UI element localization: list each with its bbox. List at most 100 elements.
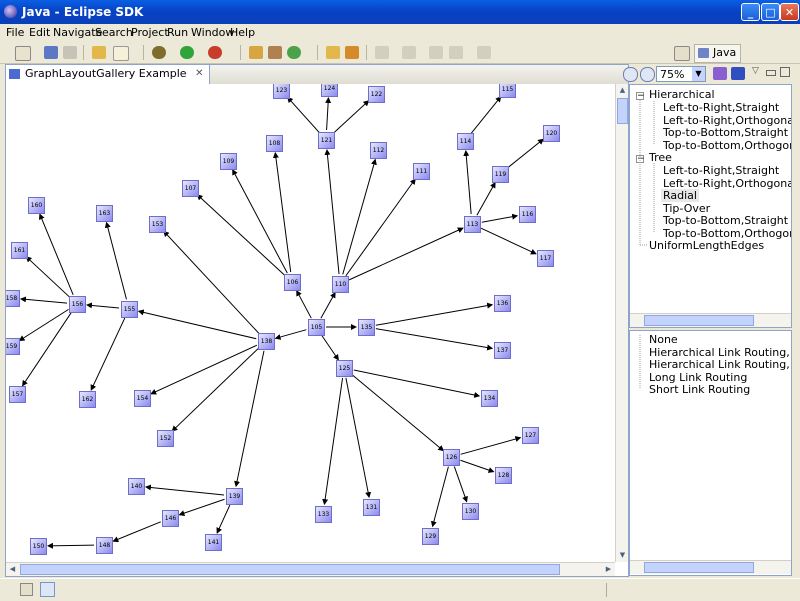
list-horizontal-scrollbar[interactable] bbox=[630, 560, 791, 574]
menu-project[interactable]: Project bbox=[131, 26, 169, 39]
tree-item[interactable]: Left-to-Right,Orthogonal bbox=[663, 114, 792, 127]
zoom-out-icon[interactable] bbox=[640, 67, 655, 82]
new-wizard-icon[interactable] bbox=[113, 46, 129, 61]
graph-node[interactable]: 163 bbox=[96, 205, 113, 222]
graph-node[interactable]: 115 bbox=[499, 84, 516, 98]
tree-horizontal-scrollbar[interactable] bbox=[630, 313, 791, 327]
menu-window[interactable]: Window bbox=[191, 26, 235, 39]
graph-node[interactable]: 136 bbox=[494, 295, 511, 312]
maximize-button[interactable]: □ bbox=[761, 3, 780, 21]
tree-item[interactable]: Left-to-Right,Straight bbox=[663, 164, 780, 177]
graph-node[interactable]: 109 bbox=[220, 153, 237, 170]
scroll-down-icon[interactable]: ▼ bbox=[619, 551, 626, 559]
external-tools-icon[interactable] bbox=[208, 46, 222, 59]
graph-node[interactable]: 111 bbox=[413, 163, 430, 180]
graph-node[interactable]: 119 bbox=[492, 166, 509, 183]
menu-navigate[interactable]: Navigate bbox=[53, 26, 103, 39]
graph-node[interactable]: 159 bbox=[6, 338, 20, 355]
routing-item[interactable]: Hierarchical Link Routing, Top-To-Bot bbox=[649, 358, 791, 371]
hierarchical-collapse-icon[interactable]: − bbox=[636, 91, 645, 101]
last-edit-icon[interactable] bbox=[429, 46, 443, 59]
graph-node[interactable]: 154 bbox=[134, 390, 151, 407]
graph-node[interactable]: 146 bbox=[162, 510, 179, 527]
graph-node[interactable]: 134 bbox=[481, 390, 498, 407]
next-annotation-icon[interactable] bbox=[375, 46, 389, 59]
graph-node[interactable]: 120 bbox=[543, 125, 560, 142]
menu-help[interactable]: Help bbox=[230, 26, 256, 39]
prev-annotation-icon[interactable] bbox=[402, 46, 416, 59]
graph-node[interactable]: 153 bbox=[149, 216, 166, 233]
minimize-button[interactable]: _ bbox=[741, 3, 760, 21]
graph-node[interactable]: 155 bbox=[121, 301, 138, 318]
menu-search[interactable]: Search bbox=[95, 26, 133, 39]
graph-node[interactable]: 161 bbox=[11, 242, 28, 259]
fast-view-icon[interactable] bbox=[20, 583, 33, 596]
scroll-left-icon[interactable]: ◀ bbox=[9, 565, 16, 573]
vertical-scrollbar[interactable]: ▲ ▼ bbox=[615, 84, 628, 562]
graph-node[interactable]: 162 bbox=[79, 391, 96, 408]
graph-node[interactable]: 105 bbox=[308, 319, 325, 336]
graph-node[interactable]: 107 bbox=[182, 180, 199, 197]
graph-node[interactable]: 138 bbox=[258, 333, 275, 350]
graph-node[interactable]: 160 bbox=[28, 197, 45, 214]
horizontal-scrollbar[interactable]: ◀ ▶ bbox=[6, 562, 615, 576]
forward-icon[interactable] bbox=[477, 46, 491, 59]
graph-node[interactable]: 128 bbox=[495, 467, 512, 484]
graph-node[interactable]: 131 bbox=[363, 499, 380, 516]
graph-node[interactable]: 123 bbox=[273, 84, 290, 99]
close-button[interactable]: ✕ bbox=[780, 3, 799, 21]
graph-node[interactable]: 116 bbox=[519, 206, 536, 223]
graph-view-icon[interactable] bbox=[40, 582, 55, 597]
graph-node[interactable]: 108 bbox=[266, 135, 283, 152]
vertical-scroll-thumb[interactable] bbox=[617, 98, 628, 124]
graph-node[interactable]: 110 bbox=[332, 276, 349, 293]
graph-node[interactable]: 148 bbox=[96, 537, 113, 554]
tab-close-icon[interactable]: ✕ bbox=[195, 68, 204, 79]
graph-node[interactable]: 156 bbox=[69, 296, 86, 313]
graph-node[interactable]: 114 bbox=[457, 133, 474, 150]
graph-node[interactable]: 113 bbox=[464, 216, 481, 233]
list-scroll-thumb[interactable] bbox=[644, 562, 754, 573]
open-folder-icon[interactable] bbox=[92, 46, 106, 59]
tree-group-hierarchical[interactable]: Hierarchical bbox=[649, 88, 715, 101]
maximize-view-icon[interactable] bbox=[780, 67, 790, 77]
tree-group-tree[interactable]: Tree bbox=[649, 151, 672, 164]
tree-item[interactable]: Tip-Over bbox=[663, 202, 711, 215]
horizontal-scroll-thumb[interactable] bbox=[20, 564, 560, 575]
window-titlebar[interactable]: Java - Eclipse SDK _ □ ✕ bbox=[0, 0, 800, 24]
tree-layout-icon[interactable] bbox=[731, 67, 745, 80]
menu-edit[interactable]: Edit bbox=[29, 26, 51, 39]
graph-node[interactable]: 112 bbox=[370, 142, 387, 159]
chevron-down-icon[interactable]: ▼ bbox=[692, 67, 705, 81]
tree-item[interactable]: UniformLengthEdges bbox=[649, 239, 765, 252]
tree-item[interactable]: Top-to-Bottom,Straight bbox=[663, 126, 789, 139]
graph-node[interactable]: 133 bbox=[315, 506, 332, 523]
graph-node[interactable]: 150 bbox=[30, 538, 47, 555]
routing-item[interactable]: Hierarchical Link Routing, Left-to-Righ bbox=[649, 346, 791, 359]
graph-node[interactable]: 124 bbox=[321, 84, 338, 97]
graph-node[interactable]: 122 bbox=[368, 86, 385, 103]
graph-node[interactable]: 141 bbox=[205, 534, 222, 551]
graph-node[interactable]: 140 bbox=[128, 478, 145, 495]
menu-run[interactable]: Run bbox=[167, 26, 189, 39]
graph-node[interactable]: 135 bbox=[358, 319, 375, 336]
graph-node[interactable]: 152 bbox=[157, 430, 174, 447]
search-icon[interactable] bbox=[345, 46, 359, 59]
graph-node[interactable]: 127 bbox=[522, 427, 539, 444]
scroll-up-icon[interactable]: ▲ bbox=[619, 86, 626, 94]
graph-node[interactable]: 137 bbox=[494, 342, 511, 359]
graph-node[interactable]: 139 bbox=[226, 488, 243, 505]
new-class-icon[interactable] bbox=[287, 46, 301, 59]
print-icon[interactable] bbox=[63, 46, 77, 59]
graph-node[interactable]: 106 bbox=[284, 274, 301, 291]
menu-file[interactable]: File bbox=[6, 26, 25, 39]
run-icon[interactable] bbox=[180, 46, 194, 59]
new-icon[interactable] bbox=[15, 46, 31, 61]
routing-item[interactable]: Short Link Routing bbox=[649, 383, 751, 396]
minimize-view-icon[interactable] bbox=[766, 70, 776, 76]
routing-item[interactable]: Long Link Routing bbox=[649, 371, 748, 384]
graph-node[interactable]: 125 bbox=[336, 360, 353, 377]
tree-item[interactable]: Top-to-Bottom,Orthogonal bbox=[663, 227, 792, 240]
tree-item[interactable]: Top-to-Bottom,Straight bbox=[663, 214, 789, 227]
